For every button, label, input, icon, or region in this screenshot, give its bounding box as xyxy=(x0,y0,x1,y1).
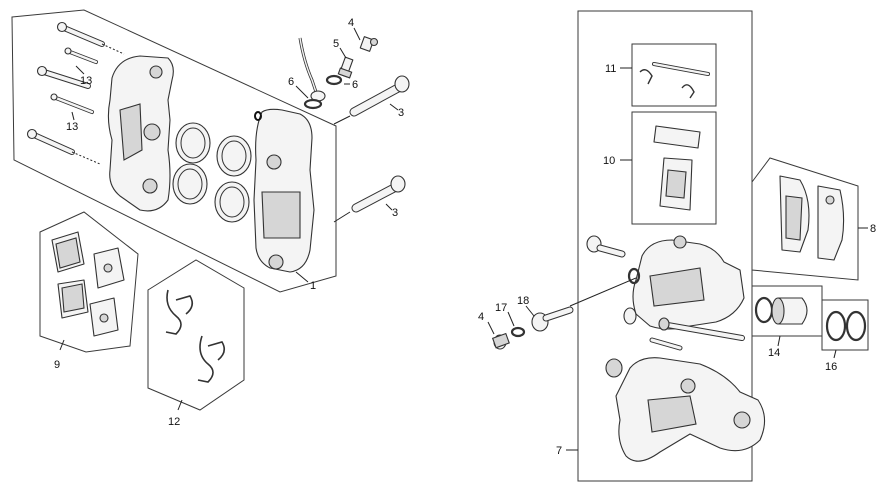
bracket-mount-hole xyxy=(733,411,751,429)
callout-6: 6 xyxy=(288,76,294,88)
pad-springs-panel xyxy=(147,259,245,411)
callout-9: 9 xyxy=(54,359,60,371)
caliper-bleed-port xyxy=(149,65,163,79)
callout-8: 8 xyxy=(870,223,876,235)
pad-pin-box xyxy=(631,43,717,107)
callout-13: 13 xyxy=(80,75,92,87)
callout-7: 7 xyxy=(556,445,562,457)
piston-seal xyxy=(825,310,847,342)
rear-pin-bolt xyxy=(649,337,683,351)
front-pads-panel xyxy=(39,211,139,353)
caliper-pin-upper xyxy=(349,75,410,117)
caliper-mount-hole xyxy=(266,154,282,170)
brake-pad xyxy=(51,231,85,273)
caliper-pin-lower xyxy=(351,175,406,213)
caliper-bolt-long xyxy=(56,21,105,47)
bleeder-valve xyxy=(337,56,354,79)
callout-5: 5 xyxy=(333,38,339,50)
rear-brake-pad xyxy=(779,175,810,253)
dust-seal xyxy=(845,310,867,342)
sealing-washer xyxy=(325,74,343,86)
caliper-bolt-short xyxy=(64,47,98,64)
caliper-window xyxy=(119,103,143,161)
caliper-window xyxy=(261,191,301,239)
callout-4: 4 xyxy=(478,311,484,323)
callout-13: 13 xyxy=(66,121,78,133)
brake-pad xyxy=(57,279,89,319)
caliper-piston xyxy=(216,135,252,177)
caliper-bolt-long xyxy=(26,128,75,155)
callout-3: 3 xyxy=(398,107,404,119)
callout-12: 12 xyxy=(168,416,180,428)
anti-rattle-spring-icon xyxy=(653,125,701,149)
pin-clip-icon xyxy=(639,69,653,85)
callout-6: 6 xyxy=(352,79,358,91)
bleeder-cap xyxy=(359,36,379,52)
caliper-inner-half xyxy=(253,108,315,273)
bleeder-cap xyxy=(491,332,510,350)
pad-spring-icon xyxy=(197,335,226,383)
callout-14: 14 xyxy=(768,347,780,359)
rear-guide-bushing xyxy=(623,307,637,325)
caliper-seal-ring xyxy=(254,111,262,121)
caliper-piston xyxy=(214,181,250,223)
pad-spring-icon xyxy=(165,289,194,335)
caliper-mount-hole xyxy=(268,254,284,270)
callout-1: 1 xyxy=(310,280,316,292)
brake-pad xyxy=(89,297,119,337)
rear-slide-pin xyxy=(658,317,745,341)
rear-caliper-bolt xyxy=(586,235,626,258)
sealing-washer xyxy=(510,326,526,338)
caliper-piston xyxy=(175,122,211,164)
brake-pad xyxy=(93,247,125,289)
bleeder-valve xyxy=(531,306,574,332)
bracket-rubber-boot xyxy=(605,358,623,378)
callout-3: 3 xyxy=(392,207,398,219)
caliper-piston xyxy=(172,163,208,205)
rear-pin-boot xyxy=(627,267,641,285)
pin-clip-icon xyxy=(681,84,695,99)
callout-10: 10 xyxy=(603,155,615,167)
callout-16: 16 xyxy=(825,361,837,373)
rear-brake-pad xyxy=(817,185,845,261)
callout-17: 17 xyxy=(495,302,507,314)
callout-18: 18 xyxy=(517,295,529,307)
rear-caliper-piston xyxy=(771,297,808,325)
callout-11: 11 xyxy=(605,63,616,75)
caliper-piston-bore xyxy=(142,178,158,194)
bracket-mount-hole xyxy=(680,378,696,394)
sealing-washer xyxy=(303,98,323,110)
callout-4: 4 xyxy=(348,17,354,29)
caliper-bolt-long xyxy=(36,65,91,89)
caliper-piston-bore xyxy=(143,123,161,141)
rear-caliper-bleed-port xyxy=(673,235,687,249)
caliper-bolt-short xyxy=(50,93,94,114)
